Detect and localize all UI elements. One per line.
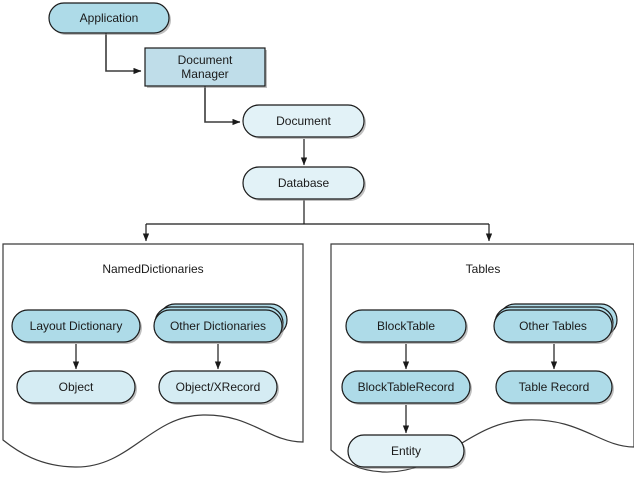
node-object-shape[interactable] <box>16 370 137 405</box>
node-other-dictionaries[interactable] <box>154 304 287 342</box>
edge-database-fork <box>142 200 493 242</box>
node-table-record[interactable] <box>496 371 612 403</box>
node-document-manager-shape[interactable] <box>144 47 267 88</box>
node-document-manager[interactable] <box>145 48 265 86</box>
edge-document-manager-to-document <box>204 85 241 126</box>
node-other-tables[interactable] <box>494 304 617 342</box>
node-object[interactable] <box>17 371 135 403</box>
edge-application-to-document-manager <box>105 32 142 75</box>
node-object-xrecord-shape[interactable] <box>158 370 279 405</box>
node-application[interactable] <box>49 3 169 33</box>
node-database[interactable] <box>243 167 364 199</box>
node-other-tables-shape[interactable] <box>493 303 618 344</box>
node-entity[interactable] <box>348 435 464 467</box>
node-layout-dictionary[interactable] <box>12 310 140 342</box>
container-tables <box>330 243 634 473</box>
node-entity-shape[interactable] <box>347 434 466 469</box>
node-document-shape[interactable] <box>242 104 366 139</box>
node-block-table-record-shape[interactable] <box>341 370 472 405</box>
node-block-table-shape[interactable] <box>345 309 468 344</box>
node-application-shape[interactable] <box>48 2 171 35</box>
node-object-xrecord[interactable] <box>159 371 277 403</box>
node-document[interactable] <box>243 105 364 137</box>
node-block-table[interactable] <box>346 310 466 342</box>
node-other-dictionaries-shape[interactable] <box>153 303 288 344</box>
container-named-dictionaries <box>2 243 304 468</box>
node-database-shape[interactable] <box>242 166 366 201</box>
node-table-record-shape[interactable] <box>495 370 614 405</box>
node-block-table-record[interactable] <box>342 371 470 403</box>
node-layout-dictionary-shape[interactable] <box>11 309 142 344</box>
